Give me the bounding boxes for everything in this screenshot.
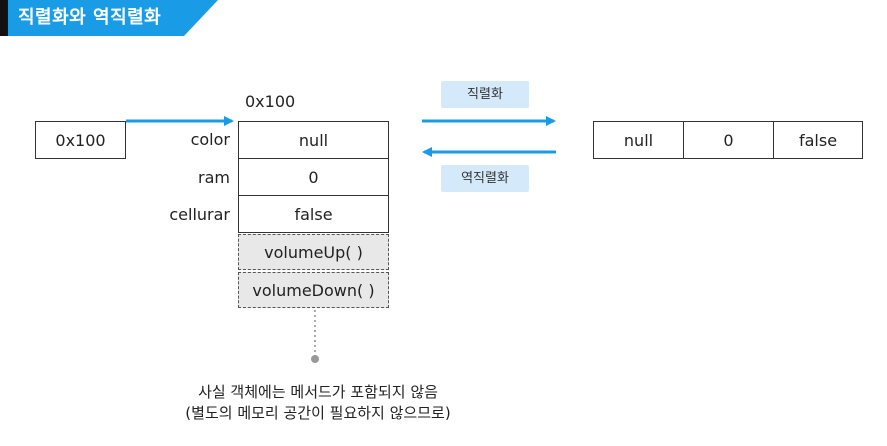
object-address: 0x100 (245, 92, 296, 111)
field-label-ram: ram (198, 168, 230, 187)
page-title: 직렬화와 역직렬화 (18, 7, 162, 28)
title-banner (0, 0, 218, 36)
deserialize-label: 역직렬화 (441, 165, 529, 192)
serialize-label: 직렬화 (441, 81, 529, 108)
field-value-cellurar: false (238, 195, 389, 233)
field-value-ram: 0 (238, 158, 389, 196)
note-connector-dot (311, 355, 319, 363)
note-line-2: (별도의 메모리 공간이 필요하지 않으므로) (185, 404, 451, 422)
method-volume-up: volumeUp( ) (238, 234, 389, 270)
field-label-cellurar: cellurar (169, 205, 230, 224)
serialized-value-2: 0 (683, 121, 774, 159)
method-volume-down: volumeDown( ) (238, 272, 389, 308)
serialized-value-1: null (593, 121, 684, 159)
note-line-1: 사실 객체에는 메서드가 포함되지 않음 (198, 383, 438, 401)
serialized-value-3: false (773, 121, 863, 159)
reference-box: 0x100 (35, 121, 126, 159)
field-label-color: color (190, 130, 230, 149)
field-value-color: null (238, 121, 389, 159)
